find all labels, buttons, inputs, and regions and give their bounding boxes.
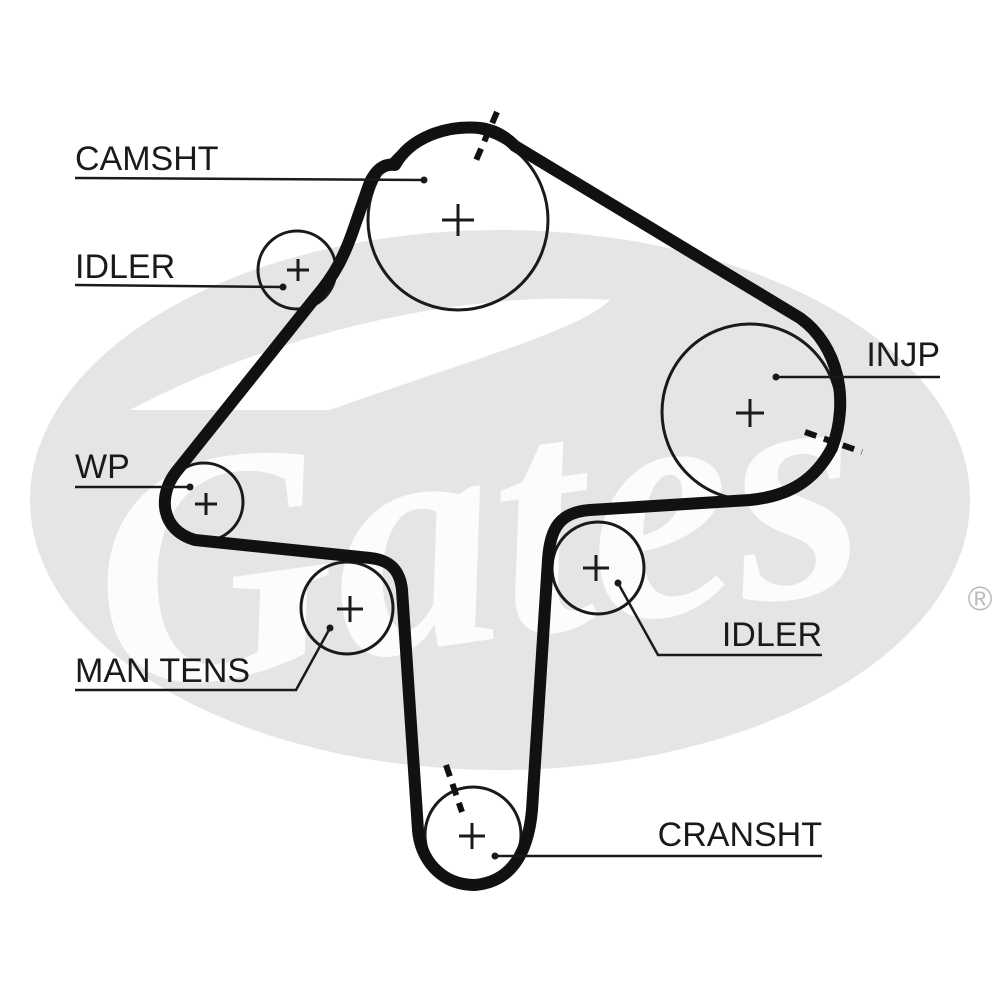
tensioner-center-cross (337, 596, 363, 622)
leader-lines (74, 176, 940, 860)
pulley-centre-marks (195, 204, 764, 849)
crankshaft-timing-mark (443, 764, 465, 813)
camsht-leader (74, 176, 425, 182)
timing-belt (158, 121, 847, 891)
label-wp: WP (75, 448, 130, 486)
idler-top-leader-dot (279, 283, 287, 291)
idler-right-center-cross (583, 555, 609, 581)
manual-tensioner-pulley (299, 560, 395, 656)
water-pump-center-cross (195, 493, 217, 515)
label-camsht: CAMSHT (75, 140, 219, 178)
cransht-leader-dot (491, 852, 499, 860)
injection-pump-center-cross (736, 399, 764, 427)
wp-leader-dot (186, 483, 194, 491)
timing-marks (443, 110, 863, 813)
idler-top-leader (74, 283, 284, 289)
idler-right-leader (616, 582, 822, 657)
label-man-tens: MAN TENS (75, 652, 250, 690)
camshaft-timing-mark (471, 110, 500, 167)
injp-leader-dot (772, 373, 780, 381)
idler-top-center-cross (287, 259, 309, 281)
crankshaft-center-cross (459, 823, 485, 849)
camsht-leader-dot (420, 176, 428, 184)
component-labels: CAMSHT IDLER WP MAN TENS INJP IDLER CRAN… (75, 140, 940, 854)
label-injp: INJP (866, 336, 940, 374)
injection-pump-timing-mark (804, 429, 863, 455)
man-tens-leader-dot (326, 624, 334, 632)
man-tens-leader (75, 627, 332, 692)
label-idler-right: IDLER (722, 616, 822, 654)
camshaft-center-cross (442, 204, 474, 236)
label-idler-top: IDLER (75, 248, 175, 286)
registered-mark: ® (967, 580, 992, 618)
label-cransht: CRANSHT (658, 816, 822, 854)
idler-right-leader-dot (614, 579, 622, 587)
